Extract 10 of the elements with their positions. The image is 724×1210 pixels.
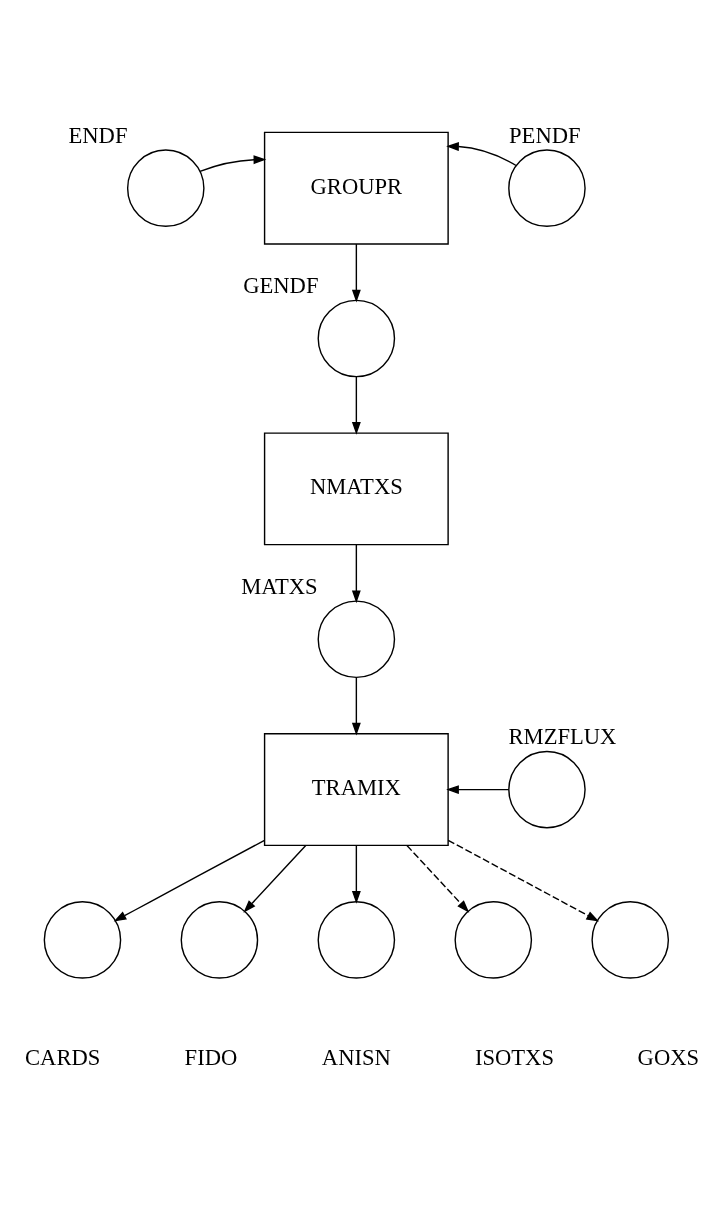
node-label: GOXS	[637, 1045, 700, 1071]
node-label: GENDF	[243, 273, 319, 299]
node-label: ENDF	[68, 122, 128, 148]
node-label: CARDS	[25, 1045, 101, 1071]
node-label: PENDF	[509, 122, 581, 148]
node-label: RMZFLUX	[508, 724, 617, 750]
node-label: ANISN	[321, 1045, 391, 1071]
node-label: FIDO	[184, 1045, 238, 1071]
node-label: MATXS	[241, 573, 318, 599]
node-label: ISOTXS	[474, 1045, 554, 1071]
